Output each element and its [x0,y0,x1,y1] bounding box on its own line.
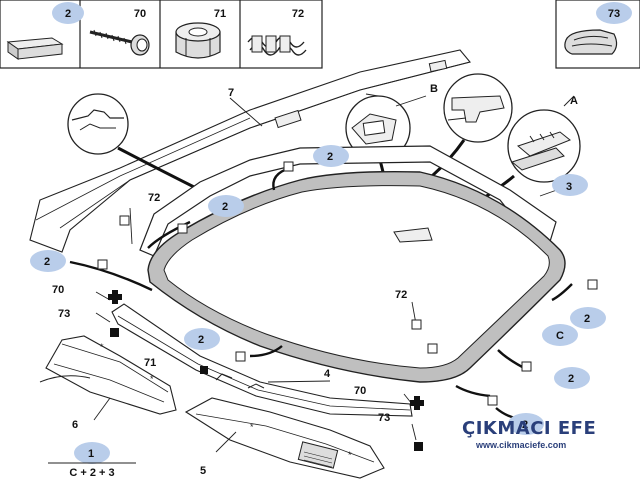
watermark: ÇIKMACI EFE www.cikmaciefe.com [462,418,638,450]
callout-bubble [542,324,578,346]
label-part-7: 7 [228,87,234,99]
callout-bubble [570,307,606,329]
label-part-70-left: 70 [52,284,64,296]
label-part-72-left: 72 [148,192,160,204]
watermark-url: www.cikmaciefe.com [476,440,567,450]
callout-bubble [52,2,84,24]
label-part-5: 5 [200,465,206,477]
callout-bubble [208,195,244,217]
label-part-2-bottom-right: 2 [522,419,528,431]
formula-number: 1 [88,448,94,460]
legend-number: 71 [214,8,226,20]
legend-box-strip: 2 [6,2,84,60]
legend-number: 73 [608,8,620,20]
leader-lines [93,95,569,453]
svg-text:*: * [348,450,352,460]
windscreen-glass [147,170,566,383]
label-detail-b: B [430,83,438,95]
label-part-73-right: 73 [378,412,390,424]
nut-icon [175,22,221,59]
svg-text:*: * [150,374,154,384]
position-markers [97,161,598,406]
callout-bubble [554,367,590,389]
label-part-6: 6 [72,419,78,431]
legend-number: 72 [292,8,304,20]
label-part-2-right: 2 [584,313,590,325]
screw-icon [89,29,150,56]
callout-bubble [552,174,588,196]
watermark-name: ÇIKMACI EFE [462,418,597,439]
adhesive-kit-icon [564,29,618,55]
callout-bubble [30,250,66,272]
label-part-2-lower-right: 2 [568,373,574,385]
parts-legend: 2 70 71 [0,0,640,69]
legend-box-screw: 70 [89,8,150,56]
callout-bubble [596,2,632,24]
filled-markers [108,290,424,451]
legend-box-clips: 72 [247,8,307,56]
label-part-2-upper-left: 2 [222,201,228,213]
left-scuttle-panel: * * [39,335,177,415]
formula-expression: C + 2 + 3 [69,467,114,479]
svg-text:*: * [100,342,104,352]
detail-circle-left [67,93,201,192]
detail-circle-b [345,93,411,233]
label-part-4: 4 [324,368,331,380]
detail-circle-a [461,95,581,212]
legend-number: 70 [134,8,146,20]
label-part-71: 71 [144,357,156,369]
callout-bubble [508,413,544,435]
lower-scuttle-panel: * * [184,397,385,479]
sealing-strip-icon [6,37,64,60]
label-part-2-center: 2 [198,334,204,346]
legend-box-nut: 71 [175,8,226,59]
callout-bubble [74,442,110,464]
callout-bubble [184,328,220,350]
label-part-2-top: 2 [327,151,333,163]
clips-icon [247,35,307,56]
svg-text:*: * [250,422,254,432]
legend-number: 2 [65,8,71,20]
label-part-73-left: 73 [58,308,70,320]
label-detail-a: A [570,95,578,107]
legend-box-kit: 73 [564,2,632,55]
callout-bubble [313,145,349,167]
label-part-2-left: 2 [44,256,50,268]
label-part-3: 3 [566,181,572,193]
callout-bubbles [30,145,606,464]
assembly-formula: 1 C + 2 + 3 [48,448,136,479]
part-labels: 7 B A 3 72 2 2 2 70 73 2 71 4 6 5 72 2 C… [44,83,590,477]
label-part-70-right: 70 [354,385,366,397]
label-part-72-right: 72 [395,289,407,301]
cowl-panel [111,303,413,417]
label-part-c: C [556,330,564,342]
roof-panel [29,49,471,253]
